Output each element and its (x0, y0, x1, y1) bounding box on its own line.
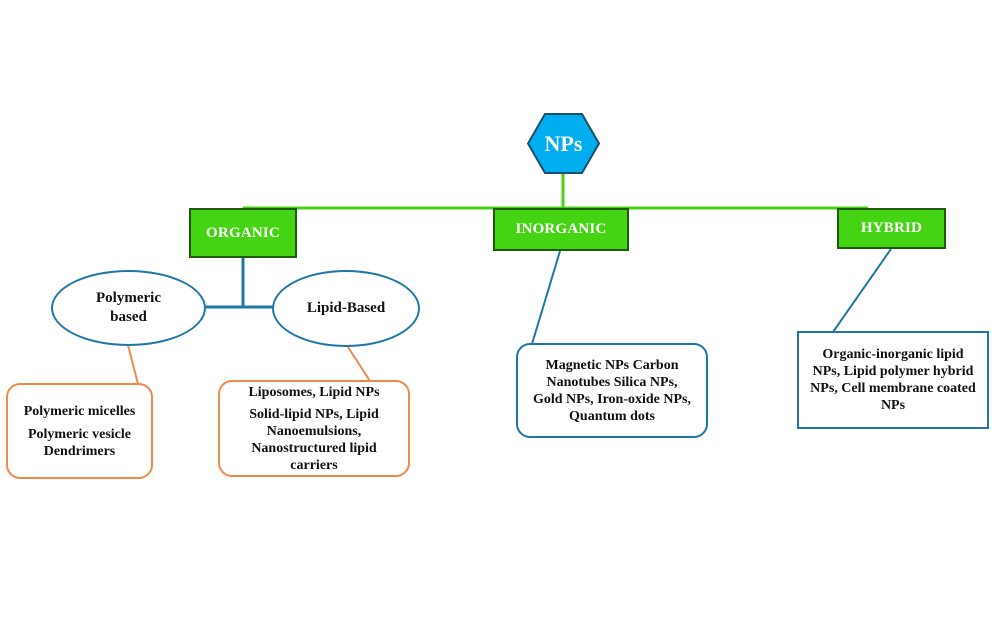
subtype-polymeric-line2: based (110, 309, 147, 325)
lipid-details-box: Liposomes, Lipid NPs Solid-lipid NPs, Li… (218, 380, 410, 477)
inorganic-details-text: Magnetic NPs Carbon Nanotubes Silica NPs… (532, 357, 692, 424)
hybrid-details-box: Organic-inorganic lipid NPs, Lipid polym… (797, 331, 989, 429)
polymeric-item: Polymeric micelles (23, 403, 136, 419)
category-organic-label: ORGANIC (206, 224, 280, 241)
polymeric-item: Polymeric vesicle (27, 426, 131, 442)
polymeric-item: Dendrimers (43, 443, 116, 459)
category-inorganic: INORGANIC (493, 208, 629, 251)
hybrid-connector (832, 248, 892, 333)
category-inorganic-label: INORGANIC (515, 221, 607, 237)
hybrid-details-text: Organic-inorganic lipid NPs, Lipid polym… (810, 347, 976, 413)
inorganic-details-box: Magnetic NPs Carbon Nanotubes Silica NPs… (516, 343, 708, 438)
subtype-lipid: Lipid-Based (272, 270, 420, 347)
category-hybrid-label: HYBRID (860, 220, 923, 236)
lipid-item: Liposomes, Lipid NPs (248, 384, 380, 400)
category-organic: ORGANIC (189, 208, 297, 258)
root-node-label: NPs (544, 130, 583, 156)
subtype-polymeric: Polymeric based (51, 270, 206, 346)
root-hexagon-icon (527, 113, 600, 174)
subtype-polymeric-line1: Polymeric (96, 290, 161, 306)
inorganic-connector (531, 250, 561, 345)
polymeric-details-box: Polymeric micelles Polymeric vesicle Den… (6, 383, 153, 479)
category-hybrid: HYBRID (837, 208, 946, 249)
lipid-item: Solid-lipid NPs, Lipid Nanoemulsions, Na… (249, 406, 379, 473)
lipid-connector (347, 346, 371, 382)
subtype-lipid-label: Lipid-Based (306, 300, 386, 316)
polymeric-connector (127, 344, 139, 385)
